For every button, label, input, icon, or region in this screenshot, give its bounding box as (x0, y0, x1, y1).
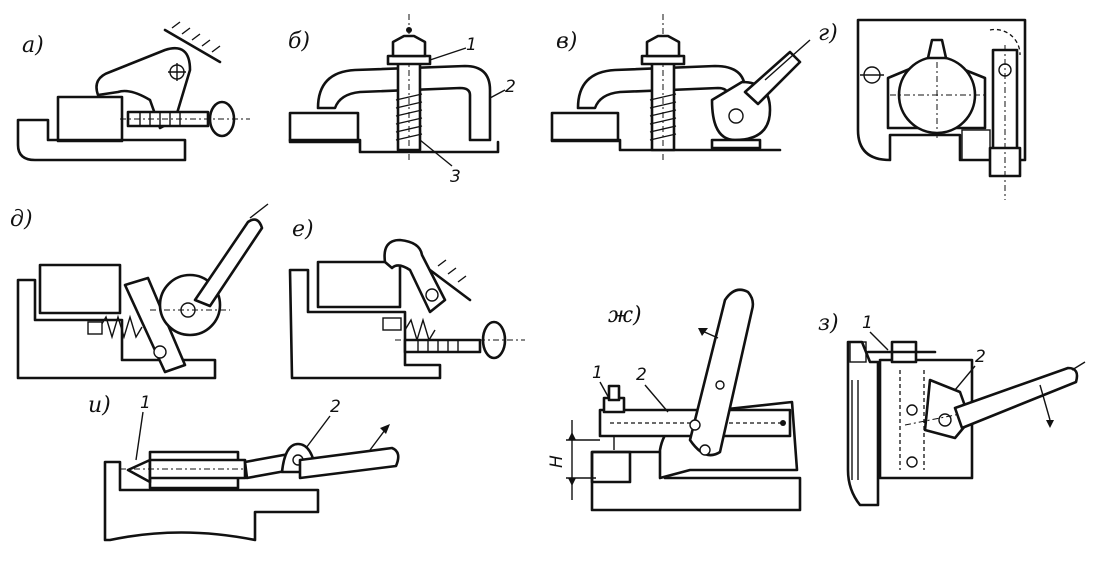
panel-v-workpiece (550, 111, 620, 143)
panel-b-nut (391, 34, 427, 58)
panel-zh-part2: 2 (636, 365, 647, 385)
panel-d-base (16, 278, 217, 380)
panel-b-label: б) (288, 29, 310, 54)
panel-v-support (710, 138, 762, 150)
panel-b-base (288, 138, 500, 154)
panel-zh-workpiece (590, 450, 632, 484)
panel-zh-dim-h: H (547, 455, 567, 468)
panel-b-part1: 1 (466, 35, 477, 55)
panel-z-label: з) (818, 311, 839, 336)
panel-e-label: е) (292, 217, 314, 242)
panel-e-screw (403, 338, 482, 354)
panel-e-spring (404, 317, 436, 343)
panel-zh-part1: 1 (592, 363, 603, 383)
panel-a-workpiece (56, 95, 124, 143)
panel-e: е) (288, 217, 525, 380)
panel-g-label: г) (818, 21, 838, 46)
panel-i-base (103, 460, 320, 542)
panel-e-workpiece (316, 260, 402, 309)
panel-v: в) (550, 14, 811, 160)
panel-a-label: а) (22, 33, 44, 58)
panel-z: з) 1 2 (818, 311, 1086, 507)
panel-v-cam-pivot (728, 108, 744, 124)
panel-i-label: и) (88, 393, 111, 418)
panel-e-base (288, 268, 442, 380)
panel-b-part2: 2 (505, 77, 516, 97)
panel-z-handle (953, 366, 1079, 430)
panel-b-part3: 3 (450, 167, 461, 187)
panel-b-strap (316, 64, 492, 142)
panel-d-handle (193, 218, 264, 308)
panel-g-support (961, 129, 991, 161)
panel-b: б) 1 2 3 (288, 14, 516, 187)
panel-z-column (846, 340, 880, 507)
panel-i-part1: 1 (140, 393, 151, 413)
panel-z-part2: 2 (975, 347, 986, 367)
panel-i-handle (298, 446, 400, 480)
panel-v-label: в) (556, 29, 577, 54)
panel-i-part2: 2 (330, 397, 341, 417)
panel-zh: ж) 1 2 H (547, 288, 802, 512)
panel-a: а) (16, 21, 250, 162)
panel-zh-label: ж) (608, 303, 642, 328)
panel-d-jaw (123, 276, 187, 374)
panel-a-lever (95, 46, 192, 130)
panel-z-part1: 1 (862, 313, 873, 333)
panel-i-center (126, 458, 152, 484)
panel-i: и) 1 2 (88, 393, 400, 542)
panel-g: г) (818, 18, 1027, 200)
panel-v-handle (743, 50, 802, 106)
panel-d-workpiece (38, 263, 122, 315)
panel-d: д) (10, 203, 269, 380)
panel-d-spring (99, 314, 143, 340)
panel-d-label: д) (10, 207, 33, 232)
panel-v-nut (645, 34, 681, 58)
panel-b-workpiece (288, 111, 360, 144)
